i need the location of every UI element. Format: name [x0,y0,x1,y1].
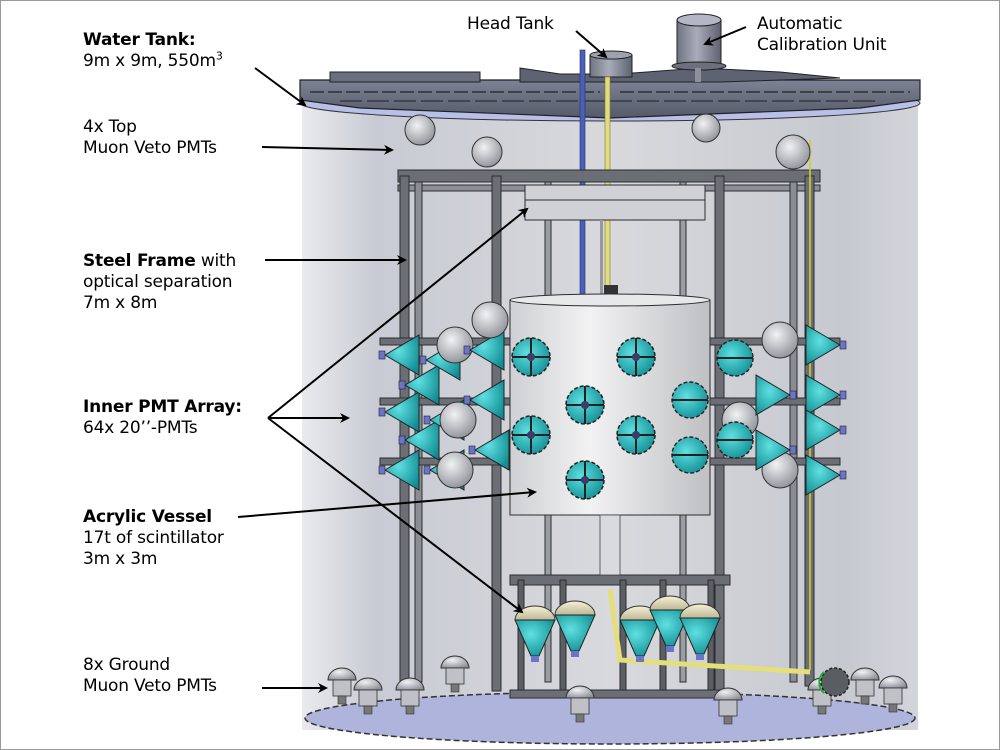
pmt-cone [755,429,797,471]
pmt-bottom [514,605,556,662]
pmt-face [671,436,709,474]
arrow-top-veto [261,144,394,155]
pmt-back [436,326,474,364]
arrow-water-tank [254,67,307,107]
top-veto-line2: Muon Veto PMTs [83,138,217,158]
pmt-face [716,421,754,459]
head-tank-line1: Head Tank [467,14,554,34]
pmt-cone [463,329,505,371]
pmt-cone [805,324,847,366]
ground-veto-pmt [713,687,743,725]
steel-frame-line2: optical separation [83,272,233,292]
water-tank-size-sup: 3 [215,49,223,63]
bottom-pmt-array [514,595,721,662]
calibration-unit-line1: Automatic [757,14,843,34]
top-veto-line1: 4x Top [83,117,137,137]
pmt-cone [468,429,510,471]
water-tank-size: 9m x 9m, 550m [83,51,216,71]
annotation-arrows [237,26,747,693]
arrow-inner-pmt-3 [267,417,524,614]
pmt-face [511,415,551,455]
ground-veto-line1: 8x Ground [83,655,171,675]
pmt-bottom [554,600,596,657]
ground-veto-pmt [850,667,880,705]
pmt-back [471,301,509,339]
pmt-cone [398,419,440,461]
pmt-cone [398,364,440,406]
pmt-cone [805,454,847,496]
pmt-cone [378,391,420,433]
ground-veto-pmt [440,655,470,693]
label-acrylic-vessel: Acrylic Vessel 17t of scintillator 3m x … [83,507,224,570]
pmt-bottom [679,603,721,660]
upper-pmt-housing [524,184,706,297]
pmt-cone [463,379,505,421]
steel-frame-title: Steel Frame [83,251,196,271]
pmt-cone [378,449,420,491]
calibration-wheel [818,667,850,697]
arrow-acrylic-vessel [237,487,537,518]
ground-veto-line2: Muon Veto PMTs [83,676,217,696]
ground-veto-pmt [353,677,383,715]
top-veto-pmts [404,113,811,170]
calibration-unit-line2: Calibration Unit [757,35,887,55]
label-head-tank: Head Tank [467,14,554,35]
pmt-back [436,451,474,489]
pmt-cone [805,409,847,451]
ground-veto-pmt [878,675,908,713]
steel-frame-title-suffix: with [195,251,237,271]
label-top-veto: 4x Top Muon Veto PMTs [83,117,217,159]
steel-frame-line3: 7m x 8m [83,293,158,313]
acrylic-vessel-line3: 3m x 3m [83,549,158,569]
pmt-cone [755,374,797,416]
inner-pmt-array [378,301,847,500]
inner-pmt-title: Inner PMT Array: [83,397,242,417]
pmt-face [716,339,754,377]
arrow-calibration-unit [703,26,747,46]
ground-veto-pmt [327,667,357,705]
pmt-cone [378,334,420,376]
pmt-face [511,337,551,377]
pmt-face [565,460,605,500]
acrylic-vessel-line2: 17t of scintillator [83,528,224,548]
label-inner-pmt: Inner PMT Array: 64x 20’’-PMTs [83,397,242,439]
water-tank-title: Water Tank: [83,30,196,50]
ground-veto-pmt [565,685,595,723]
pmt-face [671,381,709,419]
label-steel-frame: Steel Frame with optical separation 7m x… [83,251,236,314]
yellow-tube-bottom [607,589,811,675]
pmt-back [761,321,799,359]
label-water-tank: Water Tank: 9m x 9m, 550m3 [83,30,223,72]
arrow-inner-pmt-1 [267,207,529,419]
acrylic-vessel-title: Acrylic Vessel [83,507,212,527]
arrow-head-tank [575,30,608,59]
pmt-cone [805,374,847,416]
label-calibration-unit: Automatic Calibration Unit [757,14,887,56]
tank-floor [304,691,916,745]
ground-veto-pmt [395,677,425,715]
label-ground-veto: 8x Ground Muon Veto PMTs [83,655,217,697]
pmt-back [439,401,477,439]
pmt-face [616,337,656,377]
pmt-face [565,385,605,425]
inner-pmt-line2: 64x 20’’-PMTs [83,418,198,438]
pmt-face [616,415,656,455]
